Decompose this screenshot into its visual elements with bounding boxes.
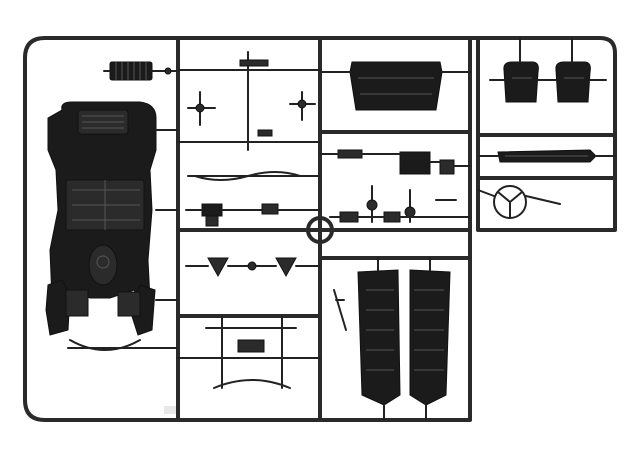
suspension-parts: [185, 257, 321, 278]
small-mechanical-parts: [319, 149, 471, 223]
chassis-rail-part: [477, 149, 616, 163]
axle-rods-part: [177, 51, 321, 181]
seat-parts: [489, 37, 607, 103]
pedal-parts: [185, 203, 321, 227]
sprue-number-tag: [164, 406, 176, 414]
dashboard-part: [319, 61, 471, 111]
steering-wheel-part: [477, 185, 561, 219]
runner-frame: [23, 36, 617, 422]
running-board-parts: [333, 257, 451, 421]
front-axle-frame-part: [177, 315, 321, 389]
floor-pan-part: [45, 101, 179, 351]
sprue-ring: [306, 216, 334, 244]
muffler-part: [103, 61, 179, 81]
